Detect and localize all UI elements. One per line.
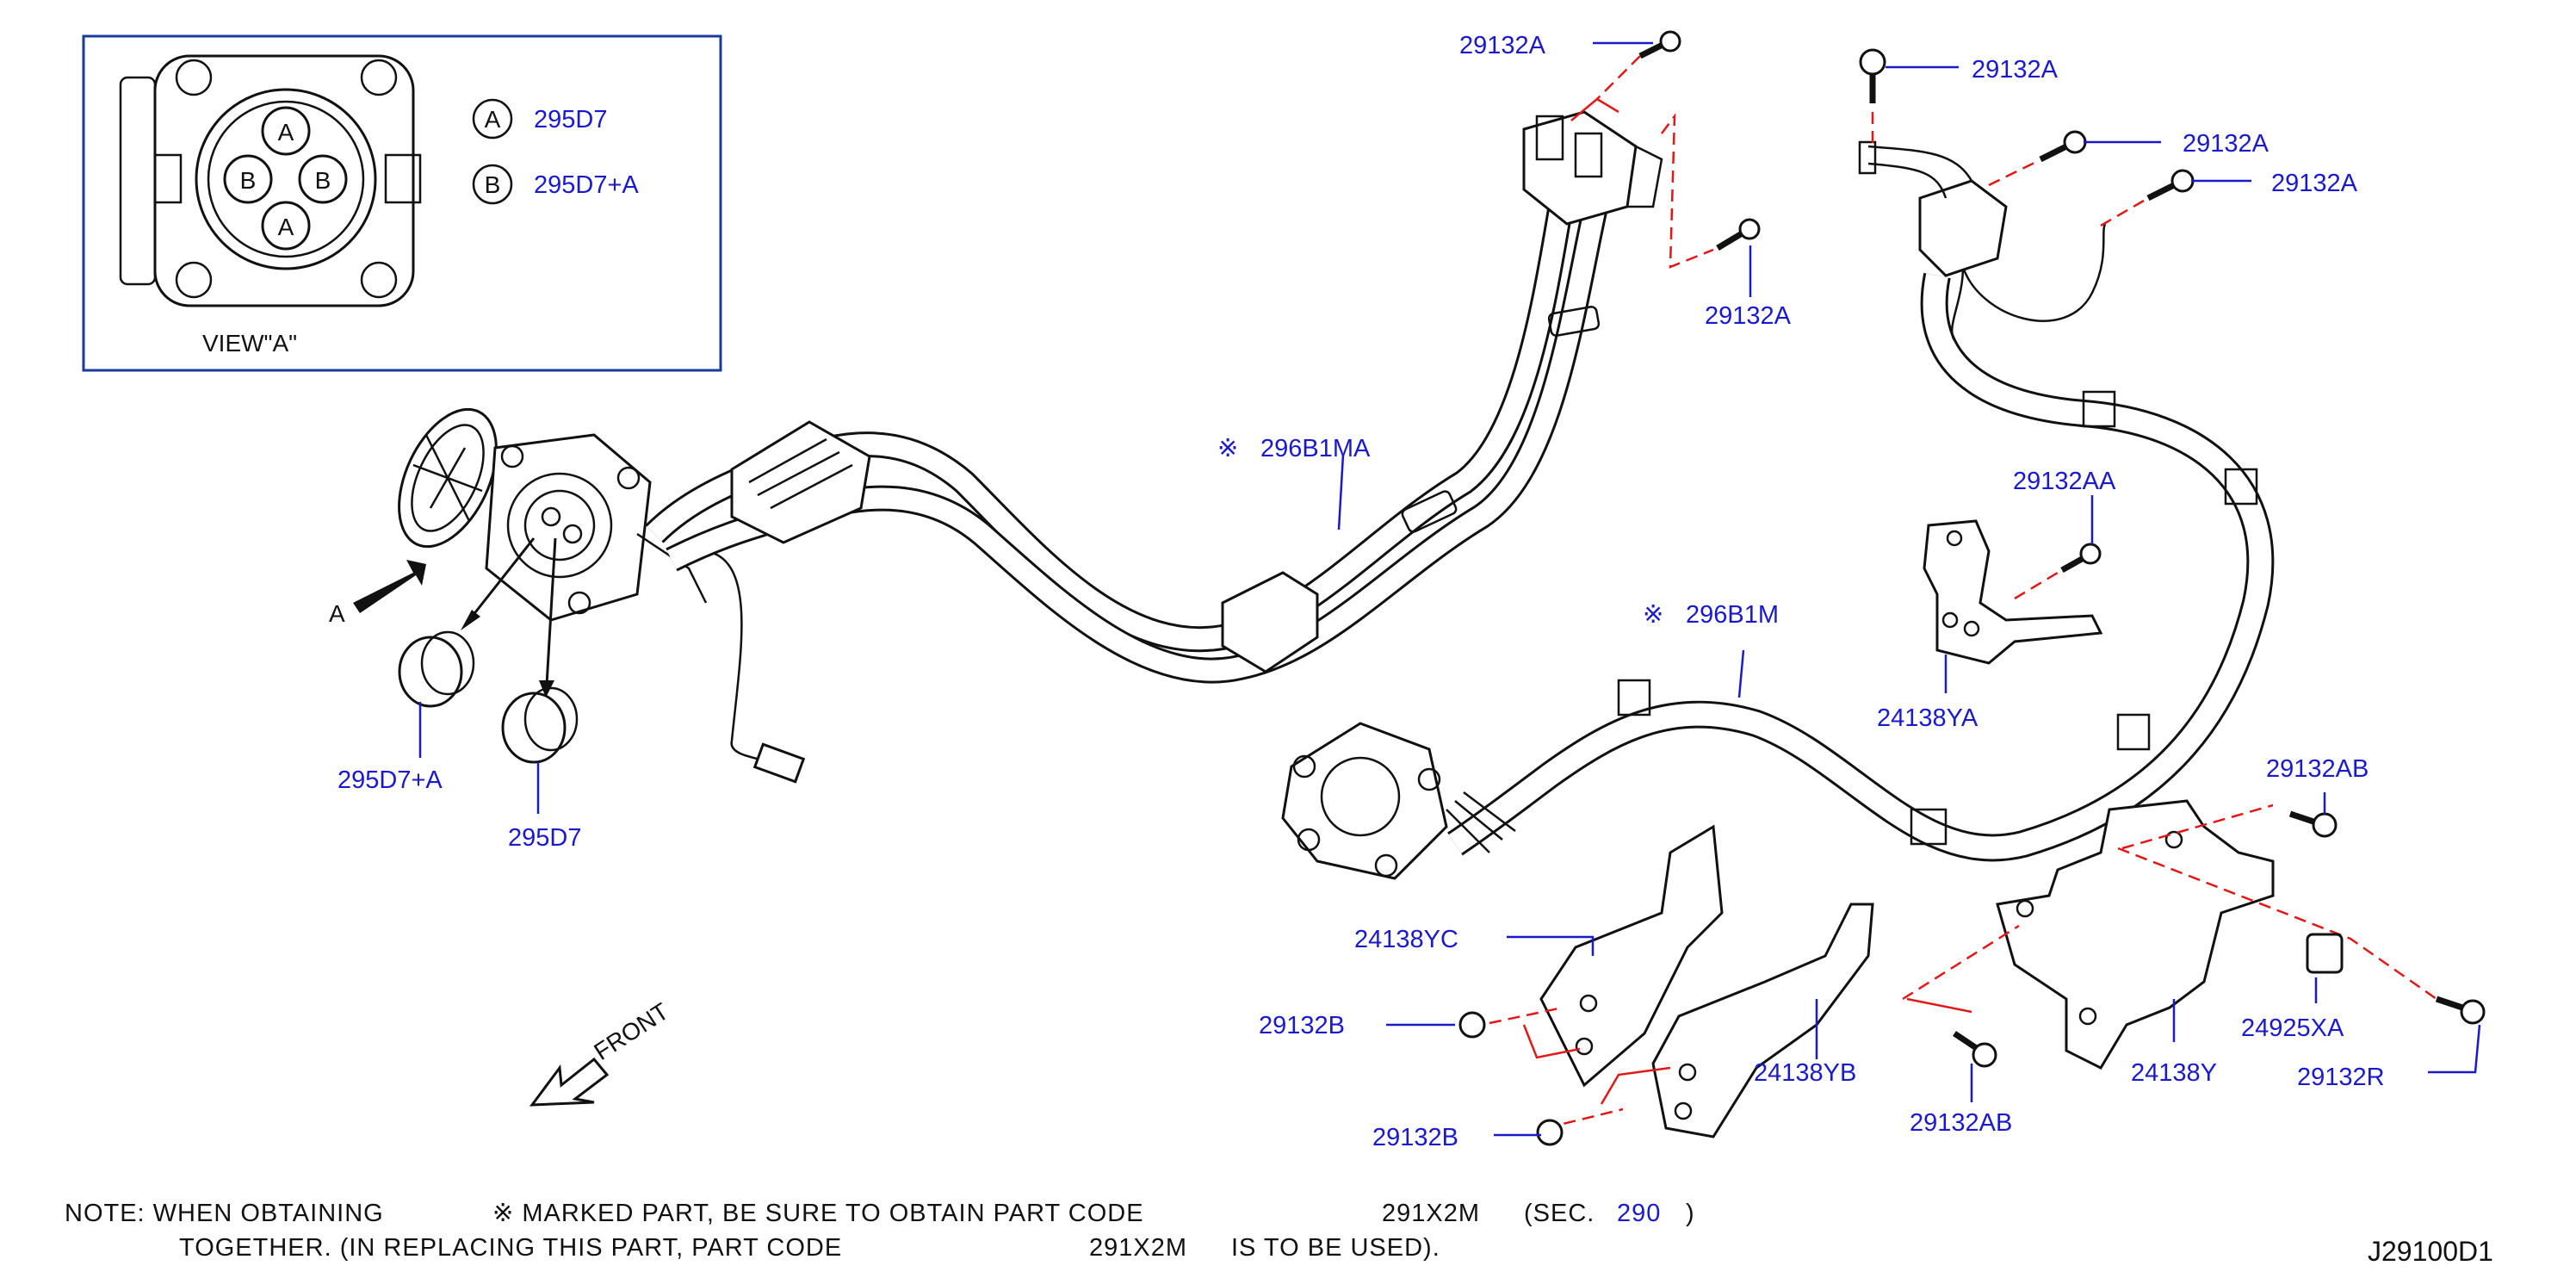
part-label[interactable]: 24138YC bbox=[1354, 926, 1458, 953]
harness-296b1ma bbox=[645, 110, 1663, 684]
bolt-icon bbox=[1953, 1031, 1997, 1068]
view-a-inset: A B B A A 295D7 B 295D7+A VIEW"A" bbox=[82, 34, 722, 372]
lower-charge-port bbox=[1281, 722, 1448, 880]
pin-a-bottom bbox=[261, 201, 311, 251]
bolt-icon bbox=[2288, 810, 2338, 838]
part-label[interactable]: 24138YB bbox=[1754, 1059, 1856, 1087]
clip-24925xa-icon bbox=[2306, 933, 2344, 974]
bolt-icon bbox=[2039, 130, 2087, 163]
pin-label: B bbox=[240, 167, 257, 194]
marked-symbol: ※ bbox=[1643, 601, 1663, 629]
note-part-code: 291X2M bbox=[1382, 1200, 1480, 1227]
bolt-icon bbox=[1716, 218, 1761, 251]
part-label[interactable]: 24138Y bbox=[2131, 1059, 2217, 1087]
part-label[interactable]: 29132A bbox=[2271, 170, 2358, 197]
part-label[interactable]: 29132AA bbox=[2013, 468, 2116, 495]
terminal-top-left bbox=[1522, 110, 1638, 226]
part-label[interactable]: 29132A bbox=[1705, 302, 1792, 330]
part-label[interactable]: 29132B bbox=[1259, 1012, 1345, 1039]
legend-part[interactable]: 295D7+A bbox=[534, 171, 639, 199]
pin-a-top bbox=[261, 106, 311, 156]
part-label[interactable]: 29132A bbox=[2183, 130, 2269, 158]
seal-295d7a bbox=[398, 636, 463, 708]
bolt-icon bbox=[1458, 1011, 1486, 1039]
part-label[interactable]: 29132A bbox=[1972, 56, 2059, 84]
note-text: TOGETHER. (IN REPLACING THIS PART, PART … bbox=[179, 1234, 842, 1262]
bracket-24138yc bbox=[1539, 824, 1724, 1088]
view-arrow bbox=[353, 560, 426, 613]
front-arrow: FRONT bbox=[529, 998, 673, 1107]
legend-letter: A bbox=[485, 106, 501, 133]
bracket-24138yb bbox=[1651, 903, 1874, 1138]
pin-b-left bbox=[223, 154, 273, 204]
note-text: IS TO BE USED). bbox=[1231, 1234, 1440, 1262]
note-text: (SEC. bbox=[1524, 1200, 1595, 1227]
bolt-icon bbox=[2146, 169, 2195, 202]
harness-296b1m bbox=[1281, 140, 2275, 880]
bolt-icon bbox=[1638, 30, 1681, 59]
pin-b-right bbox=[298, 154, 348, 204]
bracket-24138y bbox=[1996, 799, 2275, 1070]
part-label[interactable]: 296B1M bbox=[1686, 601, 1779, 629]
bolt-icon bbox=[2060, 543, 2102, 574]
view-title: VIEW"A" bbox=[202, 330, 297, 357]
mid-connector bbox=[1221, 571, 1319, 673]
pin-label: B bbox=[315, 167, 331, 194]
part-label[interactable]: 29132AB bbox=[1910, 1109, 2012, 1137]
harness-grommet bbox=[730, 420, 871, 544]
note-text: ) bbox=[1686, 1200, 1695, 1227]
part-label[interactable]: 296B1MA bbox=[1260, 435, 1371, 462]
bolt-icon bbox=[1536, 1119, 1564, 1146]
part-label[interactable]: 295D7+A bbox=[337, 766, 443, 794]
bolt-icon bbox=[2435, 996, 2486, 1025]
front-label: FRONT bbox=[589, 998, 673, 1066]
bracket-24138ya bbox=[1923, 519, 2103, 665]
part-label[interactable]: 295D7 bbox=[508, 824, 581, 852]
part-label[interactable]: 24138YA bbox=[1877, 704, 1978, 732]
seal-295d7 bbox=[501, 692, 567, 764]
note-text: NOTE: WHEN OBTAINING bbox=[65, 1200, 384, 1227]
legend-letter: B bbox=[485, 171, 501, 198]
diagram-id: J29100D1 bbox=[2368, 1236, 2493, 1267]
part-label[interactable]: 29132AB bbox=[2266, 755, 2369, 783]
view-arrow-label: A bbox=[329, 600, 345, 627]
marked-symbol: ※ bbox=[1217, 435, 1238, 462]
footnote: NOTE: WHEN OBTAINING ※ MARKED PART, BE S… bbox=[65, 1200, 1695, 1262]
charge-port-assembly: A bbox=[329, 407, 806, 814]
part-label[interactable]: 24925XA bbox=[2241, 1014, 2344, 1042]
inset-frame bbox=[82, 34, 722, 372]
note-part-code: 291X2M bbox=[1089, 1234, 1187, 1262]
pin-label: A bbox=[278, 214, 294, 240]
part-label[interactable]: 29132A bbox=[1459, 32, 1546, 59]
note-text: ※ MARKED PART, BE SURE TO OBTAIN PART CO… bbox=[492, 1200, 1144, 1227]
legend-circle bbox=[472, 164, 513, 205]
note-section-link[interactable]: 290 bbox=[1617, 1200, 1661, 1227]
part-label[interactable]: 29132B bbox=[1372, 1124, 1458, 1151]
terminal-top-right bbox=[1918, 179, 2008, 277]
bolt-icon bbox=[1859, 48, 1886, 103]
part-label[interactable]: 29132R bbox=[2297, 1064, 2385, 1091]
pin-label: A bbox=[278, 119, 294, 146]
legend-part[interactable]: 295D7 bbox=[534, 106, 607, 133]
legend-circle bbox=[472, 98, 513, 140]
